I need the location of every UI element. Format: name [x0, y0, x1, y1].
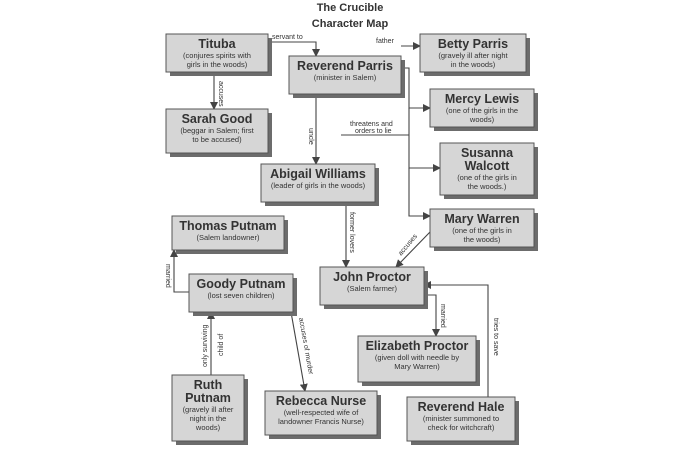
- character-name-tituba: Tituba: [198, 37, 236, 51]
- character-box-proctor: John Proctor(Salem farmer): [319, 266, 428, 309]
- character-box-mercy: Mercy Lewis(one of the girls in thewoods…: [429, 88, 538, 131]
- edge-label: threatens and: [350, 121, 393, 128]
- edge-label: uncle: [307, 128, 314, 145]
- edge-mary-accuses-proctor: [395, 231, 431, 268]
- edge-label: tries to save: [492, 318, 499, 356]
- character-desc-sarah: to be accused): [192, 135, 242, 144]
- character-name-betty: Betty Parris: [438, 37, 508, 51]
- character-name-rebecca: Rebecca Nurse: [276, 394, 366, 408]
- character-box-rebecca: Rebecca Nurse(well-respected wife ofland…: [264, 390, 381, 439]
- edge-tries-to-save: [423, 281, 489, 397]
- character-name-proctor: John Proctor: [333, 270, 411, 284]
- character-desc-betty: in the woods): [451, 60, 496, 69]
- character-box-parris: Reverend Parris(minister in Salem): [288, 55, 405, 98]
- character-desc-susanna: the woods.): [468, 182, 507, 191]
- character-name-mercy: Mercy Lewis: [445, 92, 519, 106]
- edge-accuses-murder: [290, 311, 308, 392]
- edge-parris-to-mary: [408, 168, 431, 220]
- map-subtitle: Character Map: [311, 18, 389, 30]
- character-desc-sarah: (beggar in Salem; first: [180, 126, 254, 135]
- edge-label: former lovers: [348, 212, 355, 253]
- character-box-abigail: Abigail Williams(leader of girls in the …: [260, 163, 379, 206]
- character-name-abigail: Abigail Williams: [270, 167, 366, 181]
- character-desc-susanna: (one of the girls in: [457, 173, 517, 182]
- character-desc-ruth: night in the: [190, 414, 227, 423]
- character-box-hale: Reverend Hale(minister summoned tocheck …: [406, 396, 519, 445]
- character-desc-hale: check for witchcraft): [428, 423, 495, 432]
- character-desc-rebecca: (well-respected wife of: [284, 408, 360, 417]
- character-desc-betty: (gravely ill after night: [438, 51, 508, 60]
- character-desc-mary: (one of the girls in: [452, 226, 512, 235]
- character-name-goody: Goody Putnam: [197, 277, 286, 291]
- edge-label: accuses of murder: [297, 317, 314, 376]
- edge-married-putnam: [170, 249, 189, 293]
- character-desc-elizabeth: (given doll with needle by: [375, 353, 459, 362]
- character-name-ruth: Ruth: [194, 378, 222, 392]
- edge-label: only surviving: [202, 324, 209, 367]
- character-name-elizabeth: Elizabeth Proctor: [366, 339, 469, 353]
- character-desc-ruth: woods): [195, 423, 221, 432]
- character-desc-hale: (minister summoned to: [423, 414, 499, 423]
- character-name-hale: Reverend Hale: [418, 400, 505, 414]
- character-desc-parris: (minister in Salem): [314, 73, 377, 82]
- character-box-elizabeth: Elizabeth Proctor(given doll with needle…: [357, 335, 480, 386]
- character-desc-proctor: (Salem farmer): [347, 284, 398, 293]
- character-desc-ruth: (gravely ill after: [183, 405, 234, 414]
- character-box-thomas: Thomas Putnam(Salem landowner): [171, 215, 288, 254]
- edge-label: married: [164, 264, 171, 288]
- character-name-susanna: Susanna: [461, 146, 514, 160]
- character-box-goody: Goody Putnam(lost seven children): [188, 273, 297, 316]
- character-name-susanna: Walcott: [465, 159, 511, 173]
- map-title: The Crucible: [316, 2, 384, 14]
- edge-label: married: [439, 304, 446, 328]
- character-name-parris: Reverend Parris: [297, 59, 393, 73]
- character-desc-abigail: (leader of girls in the woods): [271, 181, 366, 190]
- edge-servant-to: [268, 41, 320, 57]
- edge-label: orders to lie: [355, 128, 392, 135]
- edge-label: accuses: [217, 81, 224, 107]
- edge-label: father: [376, 38, 395, 45]
- character-desc-tituba: (conjures spirits with: [183, 51, 251, 60]
- character-name-mary: Mary Warren: [444, 212, 519, 226]
- character-desc-mary: the woods): [464, 235, 501, 244]
- edge-label: child of: [218, 334, 225, 356]
- character-desc-rebecca: landowner Francis Nurse): [278, 417, 364, 426]
- character-name-ruth: Putnam: [185, 391, 231, 405]
- character-name-sarah: Sarah Good: [182, 112, 253, 126]
- edge-label: servant to: [272, 34, 303, 41]
- character-desc-mercy: woods): [469, 115, 495, 124]
- character-desc-tituba: girls in the woods): [187, 60, 248, 69]
- character-desc-mercy: (one of the girls in the: [446, 106, 518, 115]
- character-desc-elizabeth: Mary Warren): [394, 362, 440, 371]
- character-desc-thomas: (Salem landowner): [197, 233, 260, 242]
- character-desc-goody: (lost seven children): [207, 291, 275, 300]
- character-name-thomas: Thomas Putnam: [179, 219, 276, 233]
